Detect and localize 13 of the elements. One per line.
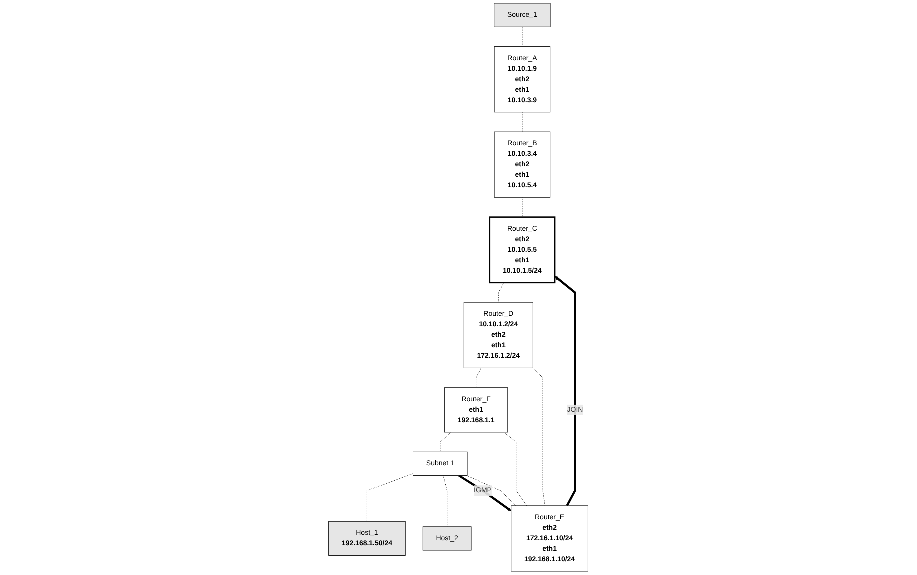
connector [522,197,523,218]
connector [522,26,523,47]
connector [532,368,546,506]
connector [476,368,482,388]
connector [498,282,504,303]
connector [367,474,414,522]
arrow [554,276,576,506]
arrow [458,474,512,512]
connector [440,432,452,452]
connector [522,112,523,132]
connector [504,432,528,506]
connector [466,476,516,506]
connector [443,476,448,528]
